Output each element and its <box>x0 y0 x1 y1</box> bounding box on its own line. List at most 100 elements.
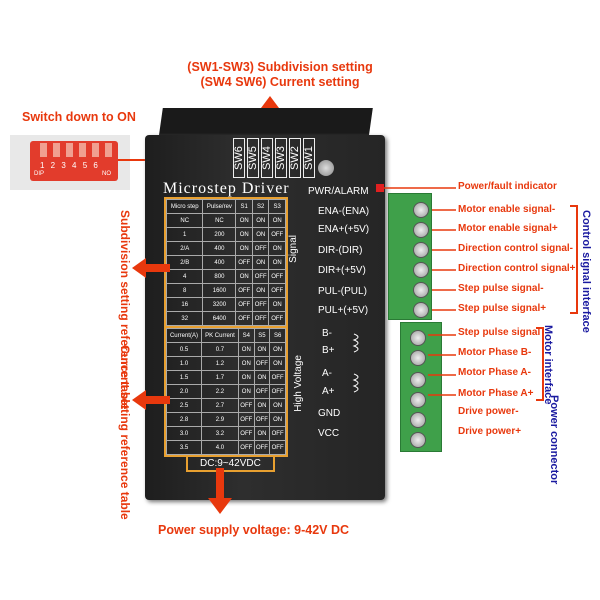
pin-pul-plus: PUL+(+5V) <box>318 305 369 316</box>
label-power-fault: Power/fault indicator <box>458 181 557 192</box>
table-cell: OFF <box>253 384 271 399</box>
table-cell: OFF <box>269 370 286 385</box>
table-header-row: Micro step Pulse/rev S1 S2 S3 <box>165 199 286 214</box>
table-header: Pulse/rev <box>202 199 237 214</box>
subdivision-ref-label: Subdivision setting reference table <box>118 210 132 410</box>
control-interface-label: Control signal interface <box>580 210 592 333</box>
table-cell: 0.7 <box>200 342 239 357</box>
control-bracket <box>570 205 578 314</box>
table-header: Current(A) <box>166 328 202 343</box>
table-cell: ON <box>268 241 286 256</box>
table-cell: OFF <box>237 426 255 441</box>
table-cell: 2/A <box>165 241 204 256</box>
table-cell: 8 <box>165 283 204 298</box>
dc-voltage-label: DC:9~42VDC <box>186 455 275 472</box>
table-cell: OFF <box>251 269 270 284</box>
led-indicator-icon <box>376 184 384 192</box>
table-cell: ON <box>235 241 253 256</box>
pin-pul-minus: PUL-(PUL) <box>318 286 367 297</box>
table-cell: OFF <box>253 412 271 427</box>
terminal-screw-icon <box>410 372 426 388</box>
label-drive-power-minus: Drive power- <box>458 406 519 417</box>
table-header: PK Current <box>200 328 239 343</box>
table-cell: 2.2 <box>200 384 239 399</box>
table-cell: ON <box>235 269 253 284</box>
table-cell: OFF <box>235 255 253 270</box>
terminal-screw-icon <box>413 222 429 238</box>
table-cell: 16 <box>165 297 204 312</box>
table-cell: OFF <box>235 297 253 312</box>
down-arrow <box>208 468 232 514</box>
pin-ena-minus: ENA-(ENA) <box>318 206 370 217</box>
table-cell: NC <box>202 213 237 228</box>
label-phase-a-plus: Motor Phase A+ <box>458 388 534 399</box>
dip-toggles <box>40 143 112 157</box>
table-header: S5 <box>253 328 271 343</box>
power-connector-label: Power connector <box>548 395 560 485</box>
current-annotation: (SW4 SW6) Current setting <box>200 75 360 89</box>
pwr-alarm-label: PWR/ALARM <box>308 186 369 197</box>
coil-icon <box>352 333 359 393</box>
table-cell: 3.0 <box>166 426 202 441</box>
table-cell: ON <box>251 255 270 270</box>
pin-ena-plus: ENA+(+5V) <box>318 224 370 235</box>
table-cell: ON <box>268 255 286 270</box>
table-cell: ON <box>237 356 255 371</box>
table-cell: OFF <box>269 440 286 455</box>
table-cell: NC <box>165 213 204 228</box>
table-cell: ON <box>251 227 270 242</box>
table-cell: OFF <box>268 311 286 326</box>
pin-b-plus: B+ <box>322 345 335 356</box>
table-header: S3 <box>268 199 286 214</box>
table-cell: 3.5 <box>166 440 202 455</box>
pin-a-minus: A- <box>322 368 332 379</box>
table-cell: OFF <box>237 412 255 427</box>
terminal-screw-icon <box>413 242 429 258</box>
label-phase-a-minus: Motor Phase A- <box>458 367 531 378</box>
table-cell: OFF <box>268 269 286 284</box>
table-cell: 200 <box>202 227 237 242</box>
label-pul-plus: Step pulse signal+ <box>458 303 547 314</box>
table-cell: OFF <box>251 311 270 326</box>
table-cell: ON <box>237 370 255 385</box>
table-cell: ON <box>268 297 286 312</box>
label-phase-b-minus: Motor Phase B- <box>458 347 532 358</box>
pin-vcc: VCC <box>318 428 340 439</box>
table-cell: 400 <box>202 241 237 256</box>
sw4-label: SW4 <box>261 138 273 178</box>
driver-title: Microstep Driver <box>163 180 290 197</box>
table-cell: 400 <box>202 255 237 270</box>
table-cell: ON <box>237 342 255 357</box>
table-cell: ON <box>269 412 286 427</box>
table-cell: ON <box>251 283 270 298</box>
label-step-pulse: Step pulse signal <box>458 327 541 338</box>
table-cell: OFF <box>269 426 286 441</box>
sw2-label: SW2 <box>289 138 301 178</box>
terminal-screw-icon <box>410 330 426 346</box>
table-cell: 6400 <box>202 311 237 326</box>
table-cell: OFF <box>251 297 270 312</box>
table-cell: ON <box>268 213 286 228</box>
table-cell: 1 <box>165 227 204 242</box>
sw6-label: SW6 <box>233 138 245 178</box>
table-cell: ON <box>269 356 286 371</box>
terminal-screw-icon <box>410 432 426 448</box>
sw3-label: SW3 <box>275 138 287 178</box>
label-pul-minus: Step pulse signal- <box>458 283 544 294</box>
pin-gnd: GND <box>318 408 341 419</box>
sw1-label: SW1 <box>303 138 315 178</box>
table-cell: ON <box>253 342 271 357</box>
table-header: S6 <box>269 328 286 343</box>
table-cell: OFF <box>237 398 255 413</box>
